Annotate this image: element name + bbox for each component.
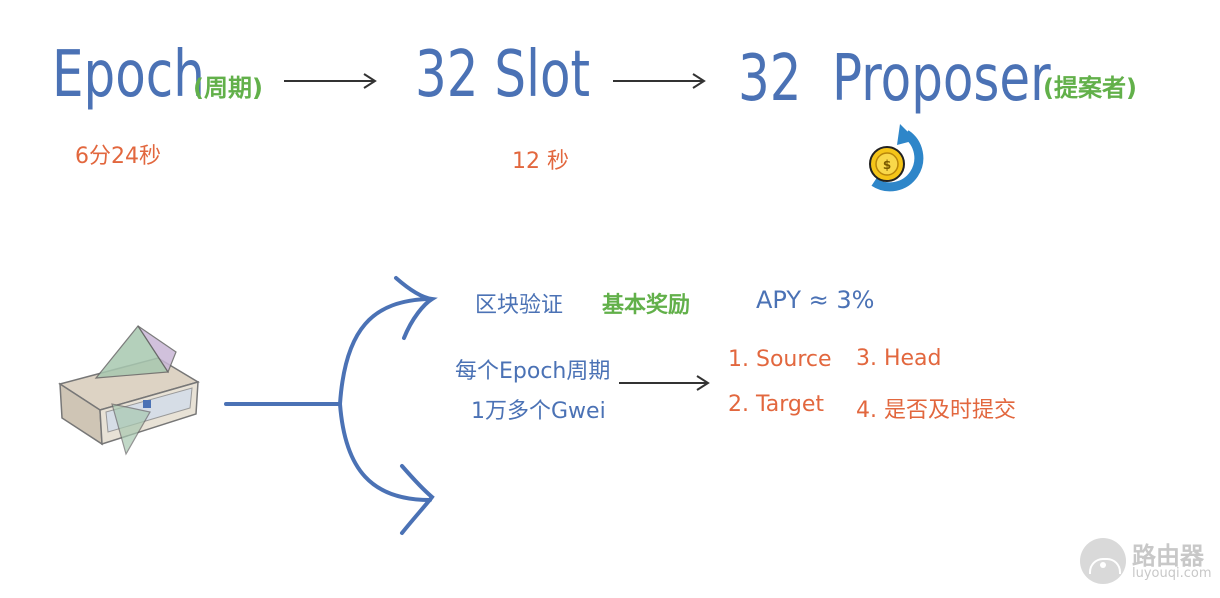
epoch-paren-label: (周期): [193, 74, 263, 102]
slot-duration: 12 秒: [512, 149, 569, 174]
coin-cycle-icon: $: [869, 124, 924, 192]
criteria-target: 2. Target: [728, 392, 825, 417]
criteria-head: 3. Head: [856, 346, 942, 371]
apy-label: APY ≈ 3%: [756, 286, 875, 314]
validator-node-icon: [58, 324, 200, 456]
epoch-title: Epoch: [52, 38, 205, 112]
proposer-paren-label: (提案者): [1043, 74, 1137, 102]
branch-brace: [224, 276, 438, 535]
watermark-name: 路由器: [1132, 542, 1204, 570]
watermark-logo: [1080, 538, 1126, 584]
watermark-url: luyouqi.com: [1132, 566, 1212, 581]
block-verify-label: 区块验证: [475, 293, 564, 318]
per-epoch-label: 每个Epoch周期: [455, 359, 611, 384]
arrow-slot-to-proposer: [613, 73, 706, 89]
slot-title: 32 Slot: [415, 38, 591, 112]
arrow-epoch-to-slot: [284, 73, 377, 89]
criteria-timely: 4. 是否及时提交: [856, 398, 1016, 423]
svg-text:$: $: [883, 158, 891, 172]
base-reward-label: 基本奖励: [602, 293, 691, 318]
proposer-title: Proposer: [832, 42, 1051, 116]
proposer-count: 32: [738, 42, 802, 116]
gwei-label: 1万多个Gwei: [471, 399, 606, 424]
criteria-source: 1. Source: [728, 347, 832, 372]
arrow-gwei-to-criteria: [619, 375, 710, 391]
epoch-duration: 6分24秒: [75, 144, 161, 169]
